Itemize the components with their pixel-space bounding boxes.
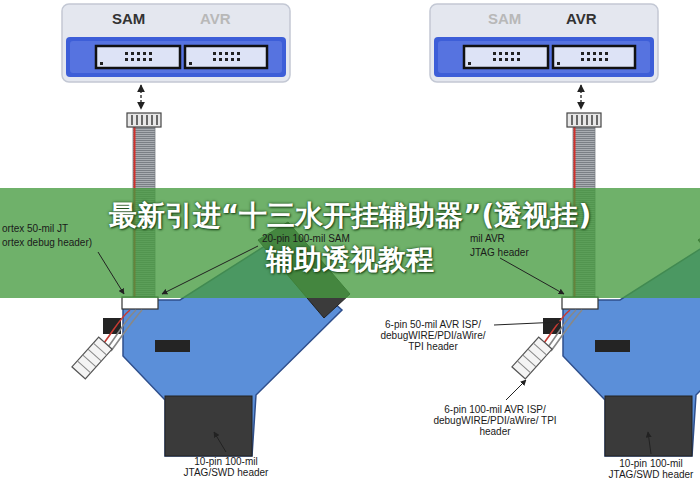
port-label: SAM: [112, 10, 145, 28]
banner: [0, 188, 700, 298]
callout-label: 20-pin 100-mil SAM: [262, 233, 350, 244]
callout-label: JTAG header: [470, 247, 529, 258]
connector-housing: SAM AVR: [430, 4, 658, 38]
connector-housing: SAM AVR: [62, 4, 290, 38]
callout-label: 6-pin 100-mil AVR ISP/ debugWIRE/PDI/aWi…: [432, 404, 558, 437]
port-label: AVR: [566, 10, 597, 28]
callout-label: 10-pin 100-mil JTAG/SWD header: [608, 458, 694, 480]
callout-label: 10-pin 100-mil JTAG/SWD header: [180, 456, 272, 478]
callout-label: ortex 50-mil JT: [2, 223, 68, 234]
port-label: AVR: [200, 10, 231, 28]
callout-label: 6-pin 50-mil AVR ISP/ debugWIRE/PDI/aWir…: [374, 319, 492, 352]
leader-lines: [98, 246, 651, 454]
banner-title: 最新引进“十三水开挂辅助器”(透视挂)辅助透视教程: [100, 194, 600, 282]
callout-label: ortex debug header): [2, 237, 92, 248]
port-label: SAM: [488, 10, 521, 28]
callout-label: mil AVR: [470, 233, 505, 244]
